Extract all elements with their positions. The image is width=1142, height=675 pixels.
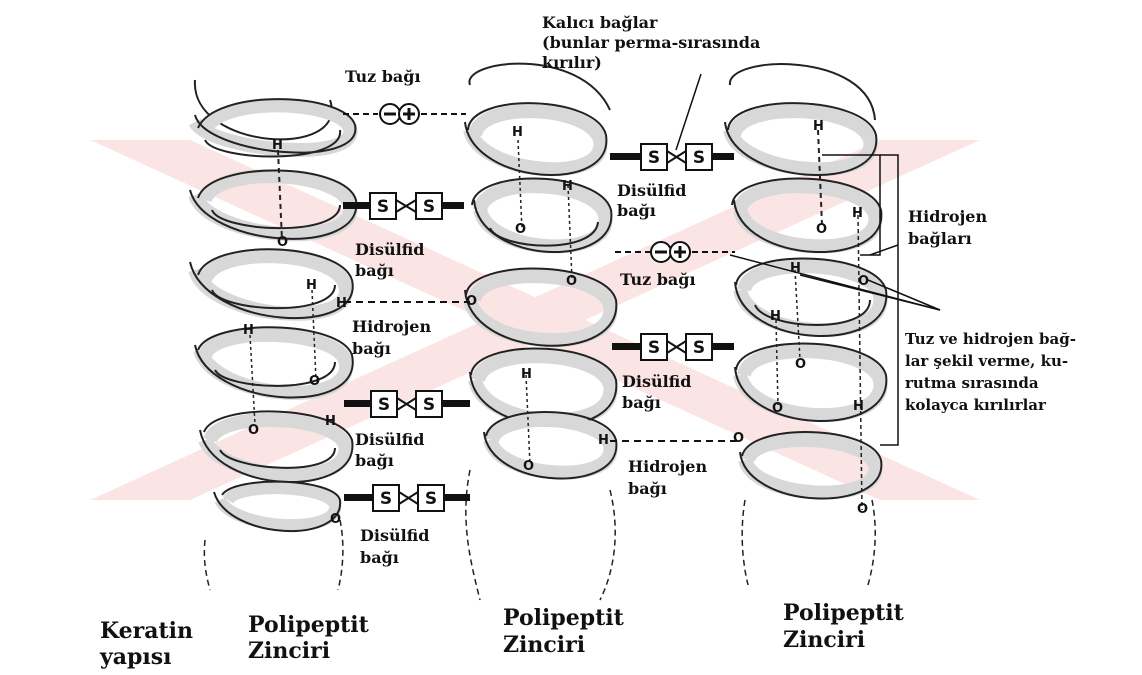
atom-o: O <box>816 222 827 237</box>
atom-o: O <box>277 235 288 250</box>
disulfide-bond-label: bağı <box>355 451 394 470</box>
atom-o: O <box>523 459 534 474</box>
atom-o: O <box>515 222 526 237</box>
sulfur-atom: S <box>693 338 705 358</box>
permanent-bonds-label-line2: (bunlar perma-sırasında <box>542 33 760 52</box>
atom-o: O <box>857 502 868 517</box>
atom-h: H <box>770 309 781 324</box>
atom-h: H <box>512 125 523 140</box>
atom-o: O <box>330 512 341 527</box>
breakable-bonds-note: lar şekil verme, ku- <box>905 352 1068 370</box>
atom-o: O <box>772 401 783 416</box>
hydrogen-bond-label: bağı <box>628 479 667 498</box>
salt-bond-label: Tuz bağı <box>620 270 696 289</box>
atom-h: H <box>853 399 864 414</box>
atom-h: H <box>598 433 609 448</box>
disulfide-bond-label: bağı <box>622 393 661 412</box>
polypeptide-chain-label-1: Polipeptit <box>248 612 370 638</box>
polypeptide-chain-label-3: Zinciri <box>783 627 865 653</box>
permanent-bonds-label-line1: Kalıcı bağlar <box>542 13 658 32</box>
disulfide-bond-label: bağı <box>360 548 399 567</box>
hydrogen-bond-label: bağı <box>352 339 391 358</box>
permanent-bonds-label-line3: kırılır) <box>542 53 602 72</box>
disulfide-bond-label: Disülfid <box>360 526 430 545</box>
atom-o: O <box>309 374 320 389</box>
disulfide-bond-label: Disülfid <box>617 181 687 200</box>
salt-bridge-1 <box>343 104 466 124</box>
sulfur-atom: S <box>425 489 437 509</box>
sulfur-atom: S <box>378 395 390 415</box>
sulfur-atom: S <box>648 148 660 168</box>
atom-h: H <box>562 179 573 194</box>
atom-o: O <box>733 431 744 446</box>
atom-h: H <box>306 278 317 293</box>
sulfur-atom: S <box>693 148 705 168</box>
atom-o: O <box>248 423 259 438</box>
breakable-bonds-note: rutma sırasında <box>905 374 1039 392</box>
atom-h: H <box>243 323 254 338</box>
atom-h: H <box>813 119 824 134</box>
atom-o: O <box>795 357 806 372</box>
polypeptide-chain-label-1: Zinciri <box>248 638 330 664</box>
atom-h: H <box>325 414 336 429</box>
sulfur-atom: S <box>423 395 435 415</box>
breakable-bonds-note: kolayca kırılırlar <box>905 396 1047 414</box>
disulfide-bond-label: bağı <box>617 201 656 220</box>
disulfide-bond-5: S S <box>344 485 470 511</box>
atom-h: H <box>336 296 347 311</box>
keratin-structure-label: Keratin <box>100 618 193 644</box>
keratin-structure-label: yapısı <box>99 644 172 670</box>
atom-h: H <box>521 367 532 382</box>
disulfide-bond-2: S S <box>610 144 734 170</box>
hydrogen-bonds-label: bağları <box>908 229 972 248</box>
polypeptide-chain-label-2: Zinciri <box>503 632 585 658</box>
polypeptide-chain-label-2: Polipeptit <box>503 605 625 631</box>
atom-h: H <box>852 206 863 221</box>
breakable-bonds-note: Tuz ve hidrojen bağ- <box>905 330 1076 348</box>
atom-h: H <box>272 138 283 153</box>
sulfur-atom: S <box>377 197 389 217</box>
polypeptide-chain-label-3: Polipeptit <box>783 600 905 626</box>
disulfide-bond-label: Disülfid <box>355 240 425 259</box>
sulfur-atom: S <box>423 197 435 217</box>
disulfide-bond-label: Disülfid <box>355 430 425 449</box>
atom-o: O <box>858 274 869 289</box>
disulfide-bond-1: S S <box>343 193 464 219</box>
sulfur-atom: S <box>380 489 392 509</box>
atom-o: O <box>566 274 577 289</box>
sulfur-atom: S <box>648 338 660 358</box>
salt-bond-label: Tuz bağı <box>345 67 421 86</box>
hydrogen-bond-label: Hidrojen <box>628 457 707 476</box>
disulfide-bond-label: bağı <box>355 261 394 280</box>
hydrogen-bond-label: Hidrojen <box>352 317 431 336</box>
hydrogen-bonds-label: Hidrojen <box>908 207 987 226</box>
disulfide-bond-label: Disülfid <box>622 372 692 391</box>
